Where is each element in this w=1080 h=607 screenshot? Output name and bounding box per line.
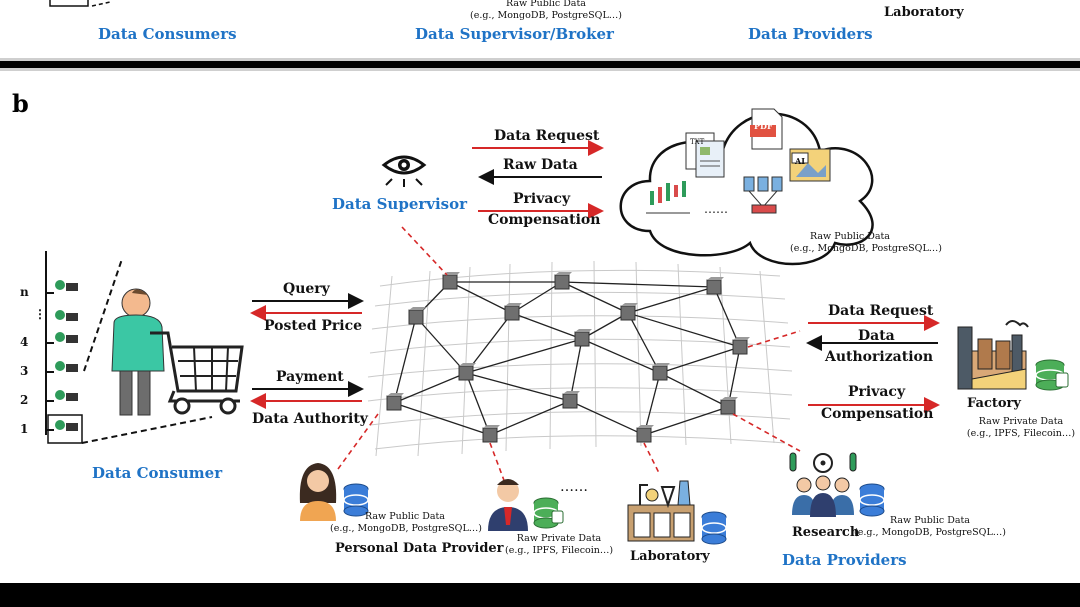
network-node [574,329,592,347]
pdf-label: PDF [754,121,773,131]
laboratory-icon [627,480,695,542]
research-caption-line2: (e.g., MongoDB, PostgreSQL…) [854,527,1006,538]
ladder-label-3: 3 [20,364,29,378]
data-authority-label: Data Authority [252,411,368,427]
factory-caption: Raw Private Data (e.g., IPFS, Filecoin…) [962,416,1080,440]
personal-data-provider-label: Personal Data Provider [335,541,504,556]
panel-letter: b [12,89,29,118]
cloud-ellipsis: …… [704,202,728,216]
research-caption-line1: Raw Public Data [890,515,970,526]
ai-label: AI [795,156,805,166]
network-node [458,363,476,381]
price-tag-icon [55,280,65,430]
document-icon [685,132,725,178]
payment-label: Payment [276,369,344,385]
network-node [652,363,670,381]
top-consumer-icon-fragment [49,0,111,7]
top-raw-public-line1: Raw Public Data [506,0,586,9]
network-nodes [386,272,750,443]
network-node [386,393,404,411]
cloud-caption-line1: Raw Public Data [810,231,890,242]
public-database-icon [859,483,885,517]
cloud-compensation-label: Compensation [488,212,601,228]
network-node [562,391,580,409]
txt-label: TXT [690,138,705,146]
woman-avatar-icon [299,463,337,521]
query-label: Query [283,281,330,297]
factory-caption-line2: (e.g., IPFS, Filecoin…) [966,428,1076,439]
network-node [636,425,654,443]
top-laboratory-label: Laboratory [884,5,964,20]
factory-arrows [806,315,940,413]
network-node [504,303,522,321]
private-provider-caption: Raw Private Data (e.g., IPFS, Filecoin…) [505,533,613,557]
candlestick-chart-icon [646,181,690,214]
consumer-ladder [45,251,213,444]
personal-caption-line2: (e.g., MongoDB, PostgreSQL…) [330,523,482,534]
factory-authorization-label: Authorization [825,349,934,365]
public-database-icon [701,511,727,545]
eye-icon [381,155,427,187]
providers-ellipsis: …… [560,479,588,495]
network-node [442,272,460,290]
data-consumer-label: Data Consumer [92,464,223,482]
network-node [482,425,500,443]
research-team-icon [789,452,857,517]
top-panel: Raw Public Data (e.g., MongoDB, PostgreS… [0,0,1080,61]
ladder-label-2: 2 [20,393,29,407]
private-caption-line2: (e.g., IPFS, Filecoin…) [505,545,614,556]
server-stack-icon [743,176,783,214]
cloud-caption: Raw Public Data (e.g., MongoDB, PostgreS… [790,231,942,255]
cloud-arrows [472,140,604,219]
data-supervisor-label: Data Supervisor [332,195,468,213]
factory-icon [957,320,1029,390]
panel-b: b [0,68,1080,583]
ladder-label-4: 4 [20,335,29,349]
shopper-cart-icon [111,288,244,416]
personal-provider-caption: Raw Public Data (e.g., MongoDB, PostgreS… [330,511,482,535]
top-data-providers-label: Data Providers [748,25,873,43]
private-database-icon [533,497,564,529]
data-providers-label: Data Providers [782,551,907,569]
private-database-icon [1035,359,1069,391]
cloud-caption-line2: (e.g., MongoDB, PostgreSQL…) [790,243,942,254]
ladder-label-n: n [20,285,29,299]
ai-image-icon [789,148,831,182]
ladder-label-1: 1 [20,422,29,436]
factory-data-label: Data [858,328,895,344]
man-avatar-icon [488,479,528,531]
research-caption: Raw Public Data (e.g., MongoDB, PostgreS… [850,515,1010,539]
public-database-icon [343,483,369,517]
cloud-raw-data-label: Raw Data [503,157,578,173]
posted-price-label: Posted Price [264,318,363,334]
network-node [408,307,426,325]
laboratory-label: Laboratory [630,549,710,564]
top-raw-public-caption: Raw Public Data (e.g., MongoDB, PostgreS… [470,0,622,22]
factory-caption-line1: Raw Private Data [978,416,1064,427]
red-dashed-connectors [337,226,801,484]
personal-caption-line1: Raw Public Data [365,511,445,522]
panel-b-diagram [45,108,1069,545]
pdf-icon [750,108,783,150]
network-node [706,277,724,295]
network-node [620,303,638,321]
cloud-data-request-label: Data Request [494,128,600,144]
top-data-supervisor-broker-label: Data Supervisor/Broker [415,25,614,43]
research-label: Research [792,525,860,540]
private-caption-line1: Raw Private Data [516,533,602,544]
top-raw-public-line2: (e.g., MongoDB, PostgreSQL…) [470,10,622,21]
factory-label: Factory [967,396,1021,411]
cloud-privacy-label: Privacy [513,191,571,207]
factory-data-request-label: Data Request [828,303,934,319]
factory-privacy-label: Privacy [848,384,906,400]
network-node [720,397,738,415]
ladder-vdots: ⋮ [34,307,46,321]
factory-compensation-label: Compensation [821,406,934,422]
consumer-arrows [250,293,364,409]
top-data-consumers-label: Data Consumers [98,25,237,43]
network-node [554,272,572,290]
network-node [732,337,750,355]
